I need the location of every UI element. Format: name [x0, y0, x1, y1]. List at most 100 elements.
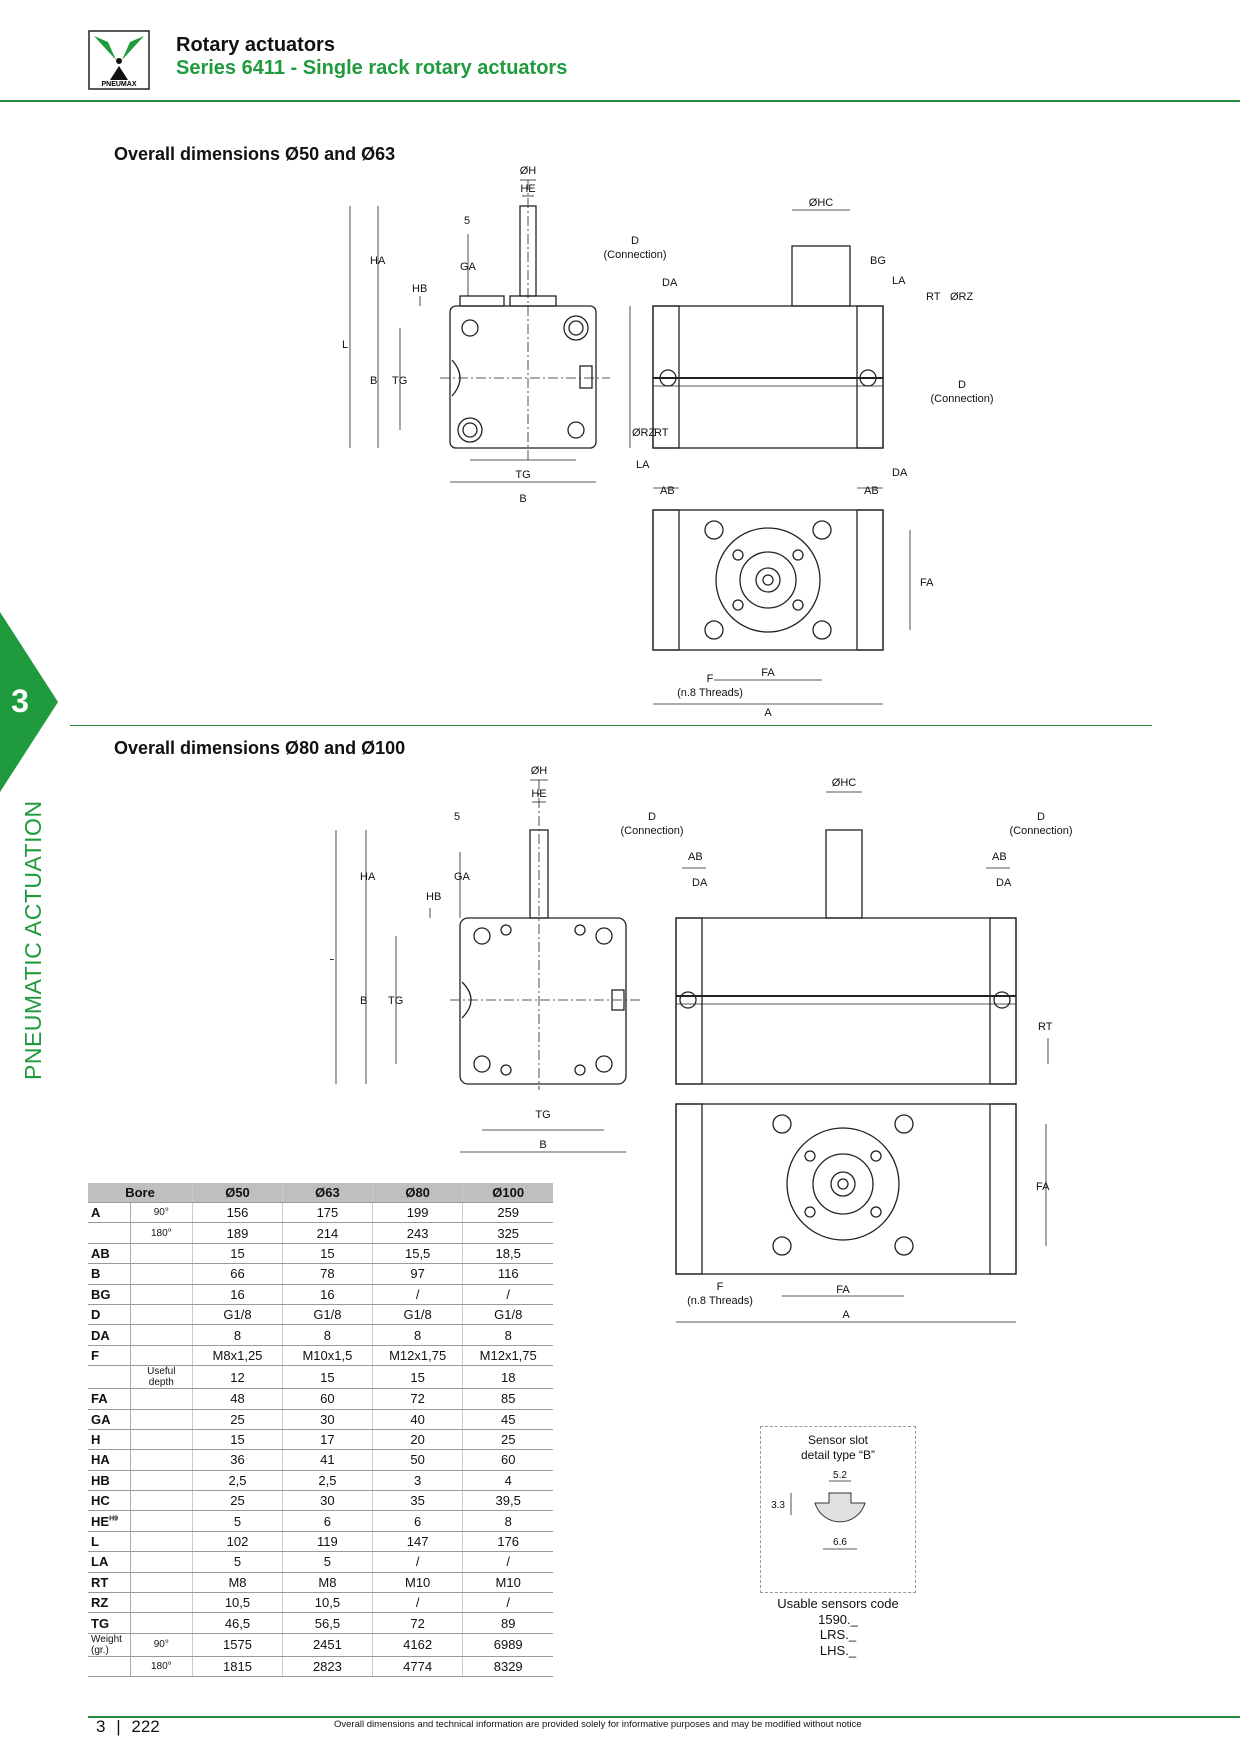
svg-text:HE: HE	[531, 788, 546, 800]
svg-text:ØH: ØH	[531, 765, 548, 777]
value-cell: 30	[281, 1409, 373, 1430]
svg-text:ØHC: ØHC	[832, 777, 857, 789]
footer-page: 222	[131, 1717, 160, 1736]
svg-text:5: 5	[454, 811, 460, 823]
value-cell: 4	[462, 1470, 553, 1492]
value-cell: 41	[281, 1449, 373, 1471]
value-cell: 25	[462, 1429, 553, 1451]
row-sub	[129, 1490, 193, 1512]
sensor-title-2: detail type “B”	[800, 1448, 876, 1462]
value-cell: 17	[281, 1429, 373, 1451]
value-cell: M10	[462, 1572, 553, 1594]
value-cell: 6	[281, 1510, 373, 1532]
value-cell: 116	[462, 1263, 553, 1285]
section-divider	[70, 725, 1152, 726]
svg-text:ØHC: ØHC	[809, 197, 834, 209]
row-sub	[129, 1304, 193, 1326]
value-cell: G1/8	[281, 1304, 373, 1326]
value-cell: /	[371, 1592, 463, 1614]
value-cell: 15,5	[371, 1243, 463, 1265]
svg-text:PNEUMAX: PNEUMAX	[101, 81, 136, 88]
row-key: L	[88, 1531, 131, 1553]
value-cell: 199	[371, 1202, 463, 1224]
header-cell: Bore	[88, 1183, 193, 1203]
svg-text:F: F	[717, 1281, 724, 1293]
row-key: F	[88, 1345, 131, 1367]
row-sub	[129, 1551, 193, 1573]
value-cell: 78	[281, 1263, 373, 1285]
svg-text:DA: DA	[892, 467, 908, 479]
row-key	[88, 1222, 131, 1244]
svg-text:LA: LA	[636, 459, 650, 471]
value-cell: 102	[192, 1531, 283, 1553]
row-sub	[129, 1449, 193, 1471]
value-cell: 1575	[192, 1633, 283, 1657]
svg-text:TG: TG	[515, 469, 530, 481]
drawing-50-63: ØH HE 5 GA HA HB L B TG TG B ØHC D (Conn…	[342, 165, 994, 719]
row-sub	[129, 1263, 193, 1285]
value-cell: 30	[281, 1490, 373, 1512]
row-sub	[129, 1592, 193, 1614]
value-cell: 40	[371, 1409, 463, 1430]
value-cell: 156	[192, 1202, 283, 1224]
value-cell: 15	[192, 1429, 283, 1451]
svg-text:(n.8 Threads): (n.8 Threads)	[677, 687, 743, 699]
chapter-label: PNEUMATIC ACTUATION	[20, 800, 46, 1080]
svg-text:(Connection): (Connection)	[931, 393, 994, 405]
value-cell: /	[462, 1551, 553, 1573]
value-cell: 39,5	[462, 1490, 553, 1512]
svg-text:6.6: 6.6	[833, 1537, 847, 1548]
row-key: BG	[88, 1284, 131, 1305]
value-cell: 97	[371, 1263, 463, 1285]
value-cell: 46,5	[192, 1612, 283, 1634]
svg-text:B: B	[360, 995, 367, 1007]
value-cell: 214	[281, 1222, 373, 1244]
value-cell: /	[371, 1284, 463, 1305]
svg-text:B: B	[539, 1139, 546, 1151]
sensor-slot-drawing: 5.2 6.6 3.3	[771, 1470, 866, 1550]
row-key: AB	[88, 1243, 131, 1265]
svg-text:HA: HA	[360, 871, 376, 883]
page-subtitle: Series 6411 - Single rack rotary actuato…	[176, 57, 568, 79]
value-cell: 15	[281, 1365, 373, 1390]
row-sub	[129, 1409, 193, 1430]
row-key: Weight (gr.)	[88, 1633, 131, 1657]
row-sub	[129, 1345, 193, 1367]
value-cell: 20	[371, 1429, 463, 1451]
svg-text:B: B	[519, 493, 526, 505]
sensor-code-2: LRS._	[819, 1627, 857, 1642]
svg-text:F: F	[707, 673, 714, 685]
value-cell: 16	[192, 1284, 283, 1305]
svg-text:FA: FA	[1036, 1181, 1050, 1193]
page-number: 3 | 222	[96, 1717, 160, 1736]
row-key: D	[88, 1304, 131, 1326]
svg-text:(Connection): (Connection)	[1010, 825, 1073, 837]
chapter-tab: 3	[0, 612, 58, 792]
value-cell: 325	[462, 1222, 553, 1244]
value-cell: 8	[462, 1510, 553, 1532]
svg-text:AB: AB	[992, 851, 1007, 863]
row-sub	[129, 1510, 193, 1532]
value-cell: 8	[462, 1324, 553, 1346]
value-cell: 8	[371, 1324, 463, 1346]
svg-text:ØH: ØH	[520, 165, 537, 177]
value-cell: 72	[371, 1388, 463, 1410]
svg-text:D: D	[958, 379, 966, 391]
value-cell: 60	[462, 1449, 553, 1471]
svg-text:TG: TG	[392, 375, 407, 387]
svg-text:FA: FA	[836, 1284, 850, 1296]
value-cell: 8	[281, 1324, 373, 1346]
row-key: RZ	[88, 1592, 131, 1614]
footer-divider	[88, 1716, 1240, 1718]
svg-text:L: L	[342, 339, 348, 351]
